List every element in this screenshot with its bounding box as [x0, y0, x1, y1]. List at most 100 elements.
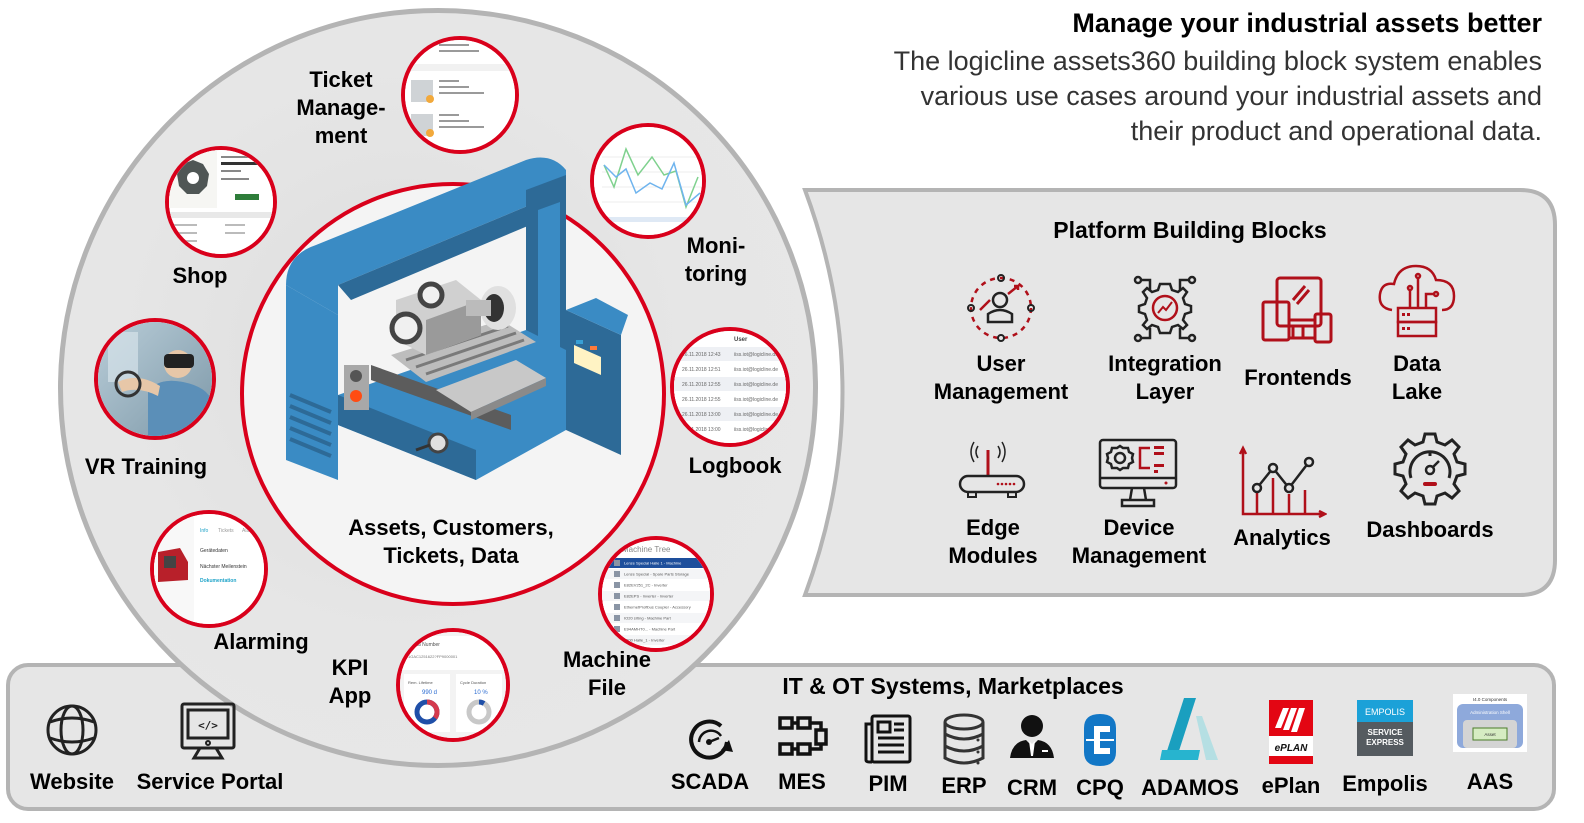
block-dashboards[interactable]: Dashboards: [1360, 426, 1500, 544]
shop-thumbnail[interactable]: [165, 146, 277, 258]
block-device-management[interactable]: Device Management: [1064, 434, 1214, 570]
machine-tree-row-label: E82EPS - Inverter - Inverter: [624, 594, 674, 599]
block-user-management[interactable]: User Management: [928, 270, 1074, 406]
system-label: CRM: [1006, 775, 1058, 800]
subtitle-line: their product and operational data.: [1130, 116, 1542, 146]
machine-tree-row-icon: [614, 560, 620, 566]
system-scada[interactable]: SCADA: [668, 712, 752, 795]
label-line: Alarming: [213, 629, 309, 654]
system-label: MES: [778, 769, 826, 794]
system-label: ADAMOS: [1141, 775, 1239, 800]
logbook-time: 26.11.2018 13:00: [682, 412, 721, 418]
block-label: User: [976, 351, 1026, 376]
shop-label: Shop: [160, 262, 240, 290]
machine-tree-row-icon: [614, 604, 620, 610]
platform-title: Platform Building Blocks: [1053, 217, 1327, 243]
system-mes[interactable]: MES: [770, 712, 834, 795]
eplan-logo-text: ePLAN: [1275, 743, 1309, 754]
router-icon: [948, 434, 1038, 514]
adamos-logo-icon: [1160, 698, 1218, 760]
page-subtitle: The logicline assets360 building block s…: [782, 44, 1542, 149]
channel-label: Service Portal: [136, 769, 284, 794]
machine-illustration: [286, 157, 628, 480]
empolis-logo-bottom: SERVICE: [1368, 728, 1404, 737]
monitoring-label: Moni- toring: [668, 232, 764, 288]
machine-tree-row: [602, 602, 710, 612]
machine-tree-row-icon: [614, 593, 620, 599]
kpi-card-value: 10 %: [474, 690, 488, 696]
code-monitor-icon: </>: [180, 702, 236, 760]
block-label: Device: [1103, 515, 1175, 540]
system-label: AAS: [1466, 769, 1514, 794]
vr-training-label: VR Training: [74, 453, 218, 481]
system-erp[interactable]: ERP: [932, 712, 996, 799]
label-line: ment: [314, 123, 368, 148]
block-analytics[interactable]: Analytics: [1226, 444, 1338, 552]
logbook-row: [674, 377, 786, 391]
block-integration-layer[interactable]: Integration Layer: [1095, 270, 1235, 406]
empolis-logo-top: EMPOLIS: [1365, 707, 1405, 717]
logbook-header: User: [734, 337, 748, 343]
eplan-logo-icon: ePLAN: [1269, 700, 1313, 764]
system-pim[interactable]: PIM: [856, 712, 920, 797]
machine-tree-row-label: EthernetProfibus Coupler - Accessory: [624, 605, 691, 610]
logbook-user: iiss.iot@logicline.de: [734, 382, 778, 388]
channel-website[interactable]: Website: [24, 700, 120, 795]
system-adamos[interactable]: ADAMOS: [1136, 696, 1244, 801]
block-label: Analytics: [1233, 525, 1331, 550]
machine-tree-row: [602, 580, 710, 590]
machine-file-label: Machine File: [556, 646, 658, 702]
block-label: Management: [1071, 543, 1207, 568]
block-label: Frontends: [1244, 365, 1352, 390]
line-chart-icon: [1237, 444, 1328, 524]
logbook-row: [674, 407, 786, 421]
flow-blocks-icon: [778, 716, 828, 756]
machine-tree-row-label: Lenze Special - Spare Parts Storage: [624, 572, 690, 577]
aas-diagram-icon: I4.0 Components Administration Shell Ass…: [1453, 694, 1527, 752]
system-aas[interactable]: I4.0 Components Administration Shell Ass…: [1448, 694, 1532, 795]
machine-file-thumbnail[interactable]: Machine Tree Lenze Special Halle 1 - Mac…: [598, 536, 714, 652]
label-line: Machine: [562, 647, 652, 672]
logbook-row: [674, 422, 786, 436]
kpi-app-thumbnail[interactable]: Serial Number 1GAC1251622?FP9000001 Rem.…: [396, 628, 510, 742]
monitoring-thumbnail[interactable]: [590, 123, 706, 239]
system-crm[interactable]: CRM: [1000, 712, 1064, 801]
subtitle-line: various use cases around your industrial…: [920, 81, 1542, 111]
channel-label: Website: [30, 769, 114, 794]
block-label: Data: [1393, 351, 1441, 376]
ticket-management-thumbnail[interactable]: [401, 36, 519, 154]
machine-tree-row-label: IO20 srting - Machine Part: [624, 616, 672, 621]
logbook-time: 26.11.2018 12:55: [682, 382, 721, 388]
alarming-thumbnail[interactable]: Info Tickets Alarms Gerätedaten Nächster…: [150, 510, 268, 628]
machine-tree-row: [602, 613, 710, 623]
system-cpq[interactable]: CPQ: [1072, 712, 1128, 801]
empolis-logo-bottom: EXPRESS: [1366, 738, 1404, 747]
vr-training-thumbnail[interactable]: [94, 318, 216, 440]
block-edge-modules[interactable]: Edge Modules: [940, 434, 1046, 570]
kpi-serial: 1GAC1251622?FP9000001: [408, 654, 458, 659]
newspaper-icon: [864, 714, 912, 764]
logbook-label: Logbook: [680, 452, 790, 480]
businessman-icon: [1010, 715, 1054, 758]
block-data-lake[interactable]: Data Lake: [1372, 260, 1462, 406]
channel-service-portal[interactable]: </> Service Portal: [132, 700, 288, 795]
system-label: SCADA: [670, 769, 750, 794]
aas-asset: Asset: [1484, 732, 1496, 737]
system-label: CPQ: [1076, 775, 1124, 800]
cpq-logo-icon: [1084, 714, 1116, 766]
alarming-tab: Info: [200, 528, 209, 534]
core-label-line: Assets, Customers,: [348, 515, 554, 540]
machine-tree-row-label: E82EV251_2C - Inverter: [624, 583, 668, 588]
integration-gear-icon: [1120, 270, 1210, 350]
alarming-tab: Tickets: [218, 528, 234, 534]
globe-icon: [46, 704, 98, 756]
system-empolis[interactable]: EMPOLIS SERVICE EXPRESS Empolis: [1338, 700, 1432, 797]
svg-text:</>: </>: [198, 719, 218, 732]
aas-shell: Administration Shell: [1470, 710, 1510, 715]
label-line: Logbook: [688, 453, 782, 478]
block-frontends[interactable]: Frontends: [1238, 270, 1358, 392]
label-line: File: [588, 675, 626, 700]
system-eplan[interactable]: ePLAN ePlan: [1256, 700, 1326, 799]
monitor-gear-icon: [1094, 434, 1184, 514]
